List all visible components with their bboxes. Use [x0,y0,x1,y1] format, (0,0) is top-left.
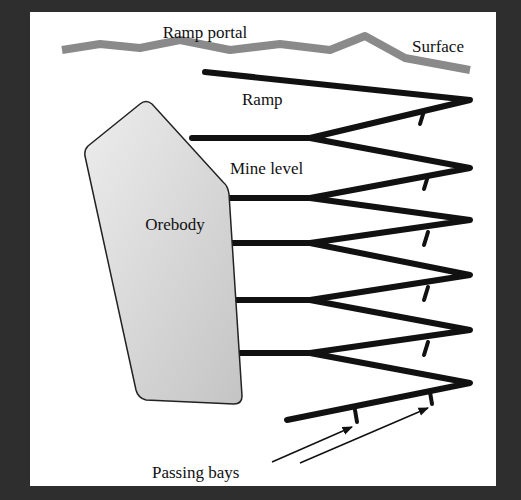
bay-label: Passing bays [152,464,239,483]
passing-bay [424,176,428,189]
passing-bay [355,410,357,422]
surface-label: Surface [412,38,464,57]
orebody-label: Orebody [145,216,204,235]
background-panel [30,12,496,486]
leader-arrow [272,427,352,462]
orebody-shape: Orebody [82,98,248,408]
passing-bay [420,111,424,124]
leader-arrow [300,408,428,463]
passing-bay [424,232,428,245]
passing-bay [430,392,432,404]
mine-level [220,195,310,201]
passing-bay [424,342,428,355]
mine-level [192,135,310,141]
level-label: Mine level [230,160,303,179]
surface-line [62,36,470,70]
mine-level [225,297,310,303]
mine-level [222,240,310,246]
portal-label: Ramp portal [163,24,248,43]
ramp [205,72,470,420]
ramp-label: Ramp [242,91,283,110]
orebody-outline [82,98,248,408]
passing-bay [424,287,428,300]
orebody-outline [85,102,242,405]
